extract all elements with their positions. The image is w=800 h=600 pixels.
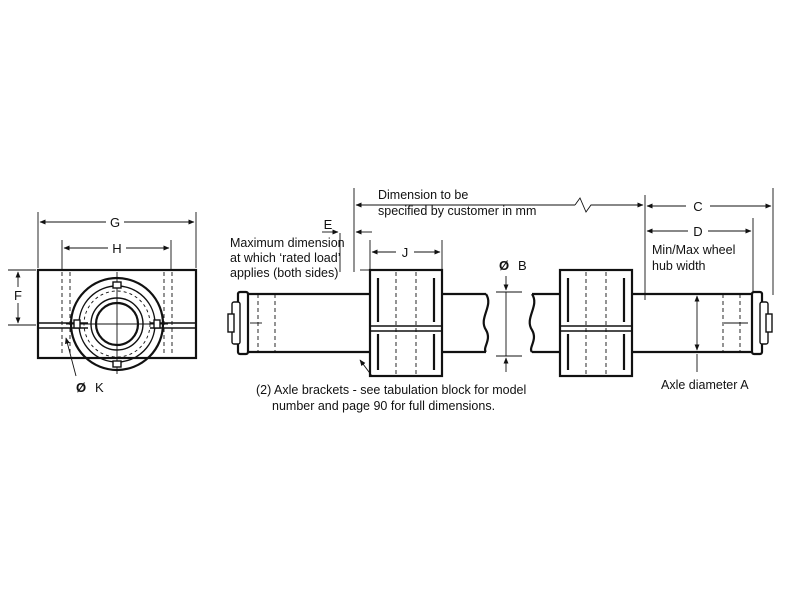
max-dimension-line1: Maximum dimension [230,236,345,250]
brackets-note-line1: (2) Axle brackets - see tabulation block… [256,383,526,397]
axle-diameter-label: Axle diameter A [661,378,749,392]
hub-width-line1: Min/Max wheel [652,243,735,257]
side-view: C Dimension to be specified by customer … [227,188,774,413]
label-e: E [324,217,333,232]
hub-width-line2: hub width [652,259,706,273]
label-f: F [14,288,22,303]
end-view: G H F [8,212,198,395]
label-c: C [693,199,702,214]
label-h: H [112,241,121,256]
label-j: J [402,245,409,260]
dimension-note-line2: specified by customer in mm [378,204,536,218]
label-d: D [693,224,702,239]
label-k: K [95,380,104,395]
dimension-note-line1: Dimension to be [378,188,468,202]
label-k-diameter: Ø [76,380,86,395]
label-b-diameter: Ø [499,258,509,273]
label-b: B [518,258,527,273]
max-dimension-line2: at which ‘rated load’ [230,251,340,265]
label-g: G [110,215,120,230]
max-dimension-line3: applies (both sides) [230,266,338,280]
brackets-note-line2: number and page 90 for full dimensions. [272,399,495,413]
